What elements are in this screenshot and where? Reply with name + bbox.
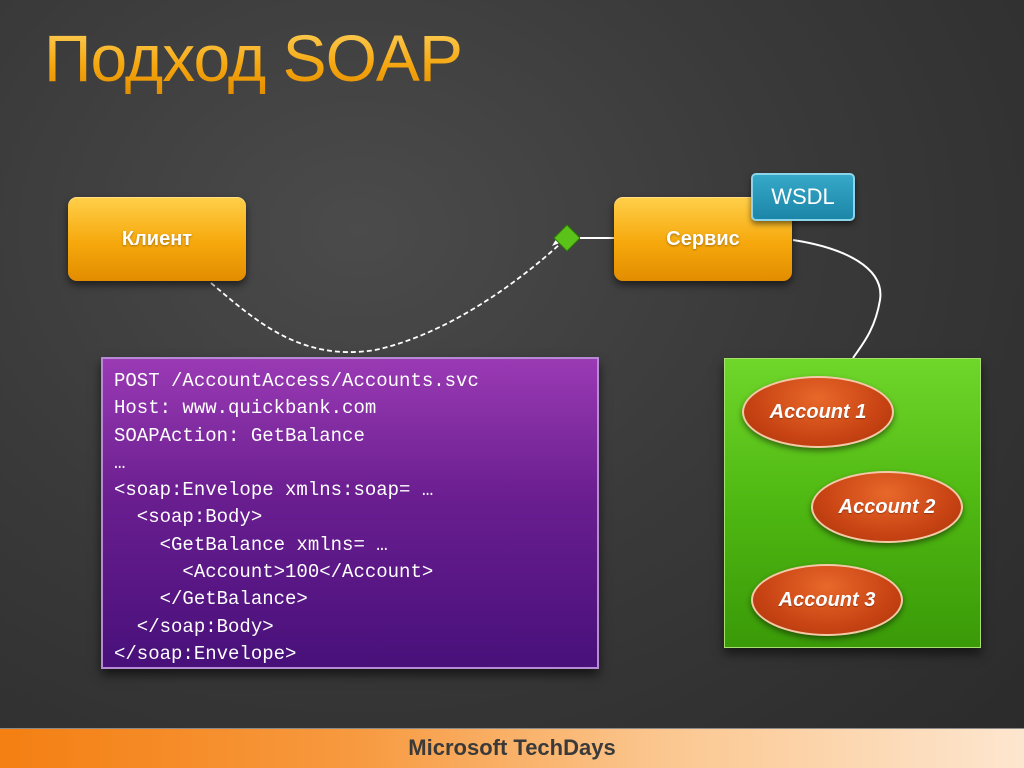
soap-request-box: POST /AccountAccess/Accounts.svc Host: w… — [101, 357, 599, 669]
request-line: </GetBalance> — [114, 588, 308, 611]
footer-text: Microsoft TechDays — [408, 735, 616, 760]
service-accounts-connector — [792, 239, 882, 359]
endpoint-diamond-icon — [553, 224, 581, 252]
footer-bar — [0, 728, 1024, 768]
request-line: POST /AccountAccess/Accounts.svc — [114, 370, 479, 392]
wsdl-label: WSDL — [771, 184, 835, 209]
request-line: <soap:Body> — [114, 506, 263, 529]
request-line: SOAPAction: GetBalance — [114, 424, 365, 447]
client-box: Клиент — [68, 197, 246, 281]
service-label: Сервис — [666, 227, 740, 250]
client-label: Клиент — [121, 227, 193, 250]
request-line: Host: www.quickbank.com — [114, 397, 377, 420]
slide-title: Подход SOAP — [44, 18, 463, 98]
request-line: </soap:Envelope> — [114, 642, 297, 665]
wsdl-badge: WSDL — [751, 173, 855, 221]
account-1-ellipse: Account 1 — [742, 376, 894, 448]
request-line: <Account>100</Account> — [114, 561, 434, 584]
request-dashed-arrow — [210, 243, 561, 353]
request-line: <soap:Envelope xmlns:soap= … — [114, 479, 434, 502]
account-label: Account 3 — [778, 588, 876, 611]
request-line: <GetBalance xmlns= … — [114, 533, 388, 556]
account-label: Account 1 — [769, 400, 867, 423]
account-2-ellipse: Account 2 — [811, 471, 963, 543]
request-line: </soap:Body> — [114, 615, 274, 638]
account-label: Account 2 — [838, 495, 936, 518]
account-3-ellipse: Account 3 — [751, 564, 903, 636]
request-line: … — [114, 451, 126, 474]
